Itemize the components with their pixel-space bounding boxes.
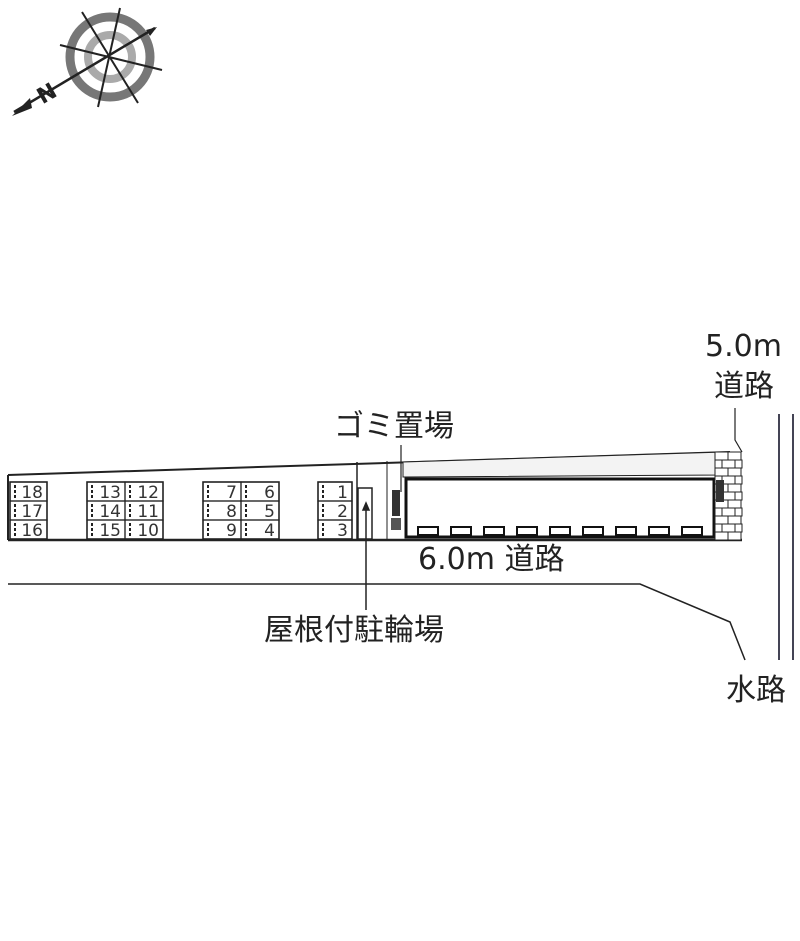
parking-space-number: 10 <box>137 521 159 541</box>
parking-space-number: 7 <box>226 483 237 503</box>
north-label: N <box>33 79 61 110</box>
parking-space-number: 2 <box>337 502 348 522</box>
building <box>404 477 716 539</box>
parking-space-number: 6 <box>264 483 275 503</box>
parking-space-number: 5 <box>264 502 275 522</box>
parking-space-number: 4 <box>264 521 275 541</box>
parking-space-number: 15 <box>99 521 121 541</box>
waterway-label: 水路 <box>726 673 786 708</box>
parking-space-number: 8 <box>226 502 237 522</box>
garbage-area <box>391 445 402 530</box>
parking-space-number: 18 <box>21 483 43 503</box>
road-south-edge <box>8 583 746 661</box>
parking-space-number: 12 <box>137 483 159 503</box>
waterway <box>778 414 794 660</box>
bicycle-shed <box>357 487 373 610</box>
parking-space-number: 17 <box>21 502 43 522</box>
road-north-leader <box>734 408 743 453</box>
planting-strip <box>402 451 726 478</box>
parking-space-number: 13 <box>99 483 121 503</box>
parking-space <box>317 519 353 540</box>
parking-group: 7 6 8 5 9 4 <box>202 481 280 541</box>
road-south-label: 6.0m 道路 <box>418 542 565 577</box>
road-north-width-label: 5.0m <box>705 329 782 364</box>
parking-space <box>9 519 48 540</box>
road-north-label: 道路 <box>714 369 774 404</box>
parking-group: 123 <box>317 481 353 541</box>
parking-space-number: 14 <box>99 502 121 522</box>
brick-wall <box>714 451 743 541</box>
parking-space <box>124 519 164 540</box>
parking-space-number: 1 <box>337 483 348 503</box>
parking-space-number: 3 <box>337 521 348 541</box>
compass-icon: N <box>12 7 163 116</box>
parking-space <box>240 519 280 540</box>
parking-space-number: 16 <box>21 521 43 541</box>
parking-space-number: 11 <box>137 502 159 522</box>
parking-space-number: 9 <box>226 521 237 541</box>
bicycle-shed-label: 屋根付駐輪場 <box>264 613 444 648</box>
parking-group: 13 12 14 11 15 10 <box>86 481 164 541</box>
garbage-label: ゴミ置場 <box>334 409 454 444</box>
